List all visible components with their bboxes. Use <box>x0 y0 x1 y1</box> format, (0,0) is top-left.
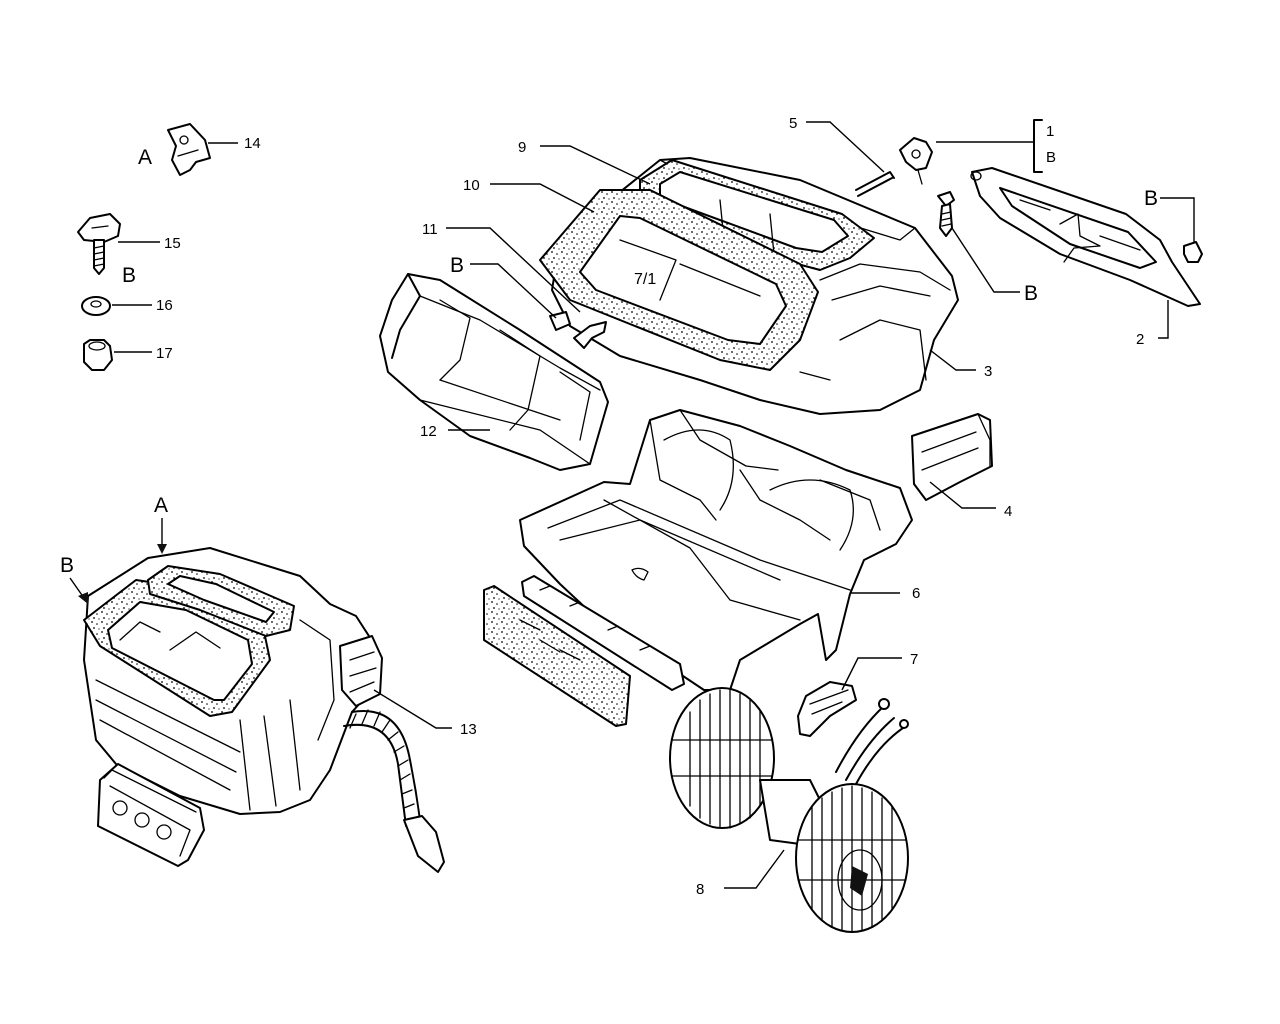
callout-1-letter-b: B <box>1046 149 1056 166</box>
foam-filter-strip <box>483 585 631 727</box>
callout-5: 5 <box>789 115 797 132</box>
assembled-heater-unit <box>83 547 383 815</box>
lever-part-1: 1 B <box>899 119 1056 185</box>
callout-17: 17 <box>156 345 173 362</box>
housing-callouts: 9 10 11 B 3 <box>422 139 992 380</box>
callout-4: 4 <box>1004 503 1012 520</box>
foam-seal-part-10: 7/1 <box>539 189 819 371</box>
intake-cover-part-12: 12 <box>379 273 609 471</box>
letter-b-unit: B <box>60 554 74 577</box>
callout-10: 10 <box>463 177 480 194</box>
washer-part-16: 16 <box>81 296 173 316</box>
duct-text: 7/1 <box>634 271 656 288</box>
callout-12: 12 <box>420 423 437 440</box>
callout-1: 1 <box>1046 123 1054 140</box>
letter-b-cover-left: B <box>450 254 464 277</box>
letter-a-unit: A <box>154 494 168 517</box>
clip-strip <box>521 575 685 691</box>
nut-part-17: 17 <box>83 339 173 371</box>
blower-motor-part-8: 8 <box>669 687 909 933</box>
resistor-part-7: 7 <box>797 651 918 737</box>
control-rod-part-5: 5 <box>789 115 895 197</box>
fixing-screw-part-15: 14 15 B <box>77 213 181 287</box>
screw-b: B <box>937 191 1038 305</box>
unit-letters: A B <box>60 494 168 604</box>
letter-b-screw: B <box>1024 282 1038 305</box>
callout-13: 13 <box>460 721 477 738</box>
callout-6: 6 <box>912 585 920 602</box>
callout-7: 7 <box>910 651 918 668</box>
callout-16: 16 <box>156 297 173 314</box>
callout-9: 9 <box>518 139 526 156</box>
callout-8: 8 <box>696 881 704 898</box>
callout-2: 2 <box>1136 331 1144 348</box>
duct-part-4: 4 <box>911 413 1012 520</box>
letter-b-fixings: B <box>122 264 136 287</box>
blower-frame-part-6: 6 <box>519 409 920 691</box>
control-panel <box>97 763 205 867</box>
clip-part-14: A 14 <box>138 123 261 176</box>
letter-a-clip: A <box>138 146 152 169</box>
grommet-b: B <box>1144 187 1203 263</box>
letter-b-grommet: B <box>1144 187 1158 210</box>
callout-15-label: 15 <box>164 235 181 252</box>
flap-frame-part-2: 2 <box>970 167 1201 348</box>
callout-14: 14 <box>244 135 261 152</box>
callout-11: 11 <box>422 221 438 238</box>
hose-part-13: 13 <box>343 689 477 873</box>
foam-seal-part-9 <box>639 159 875 271</box>
callout-3: 3 <box>984 363 992 380</box>
